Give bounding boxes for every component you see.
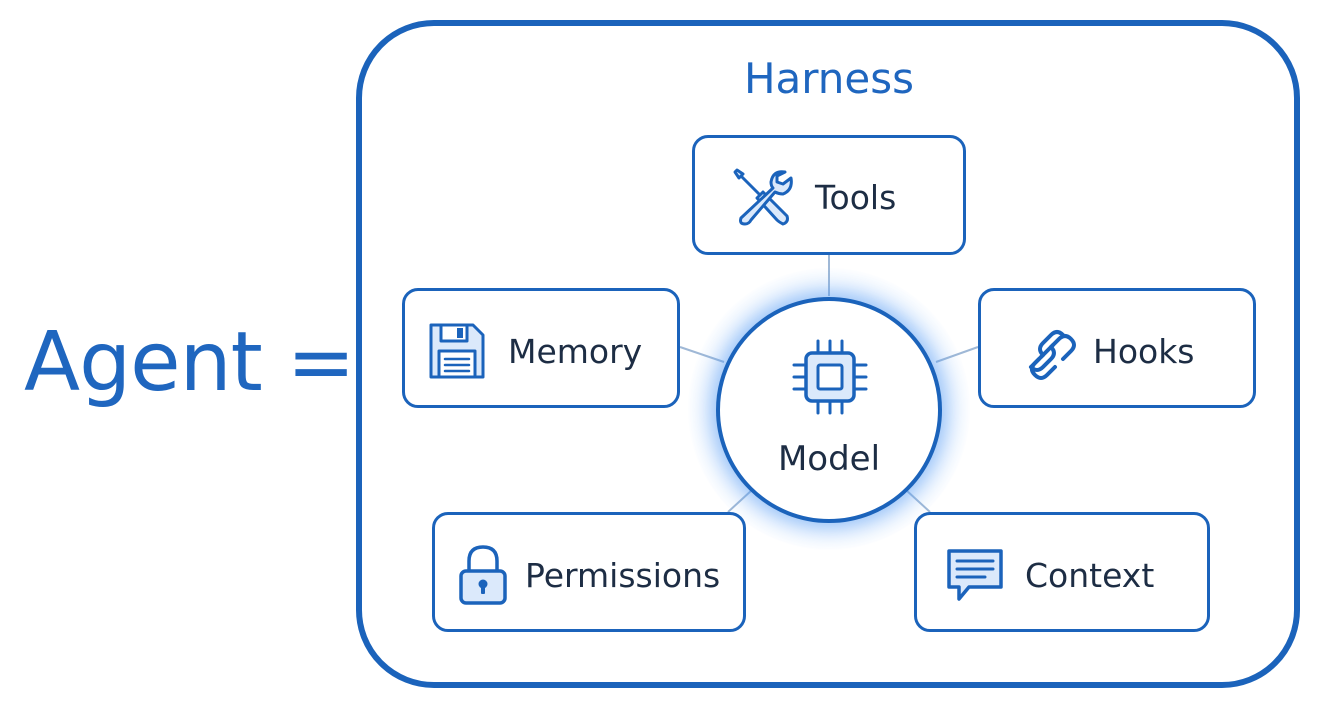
chain-link-icon [1029,330,1076,380]
model-node: Model [716,297,942,523]
cpu-chip-icon [792,339,868,415]
permissions-label: Permissions [525,556,721,595]
context-label: Context [1025,556,1155,595]
floppy-disk-icon [429,323,485,379]
memory-label: Memory [508,332,643,371]
tools-node: Tools [692,135,966,255]
permissions-node: Permissions [432,512,746,632]
hooks-label: Hooks [1093,332,1195,371]
tools-label: Tools [815,178,897,217]
chat-bubble-icon [947,549,1003,601]
agent-equals-label: Agent = [24,315,355,410]
hooks-node: Hooks [978,288,1256,408]
model-label: Model [777,439,881,479]
wrench-screwdriver-icon [733,168,793,226]
padlock-icon [459,545,507,605]
memory-node: Memory [402,288,680,408]
context-node: Context [914,512,1210,632]
harness-title: Harness [743,54,915,103]
